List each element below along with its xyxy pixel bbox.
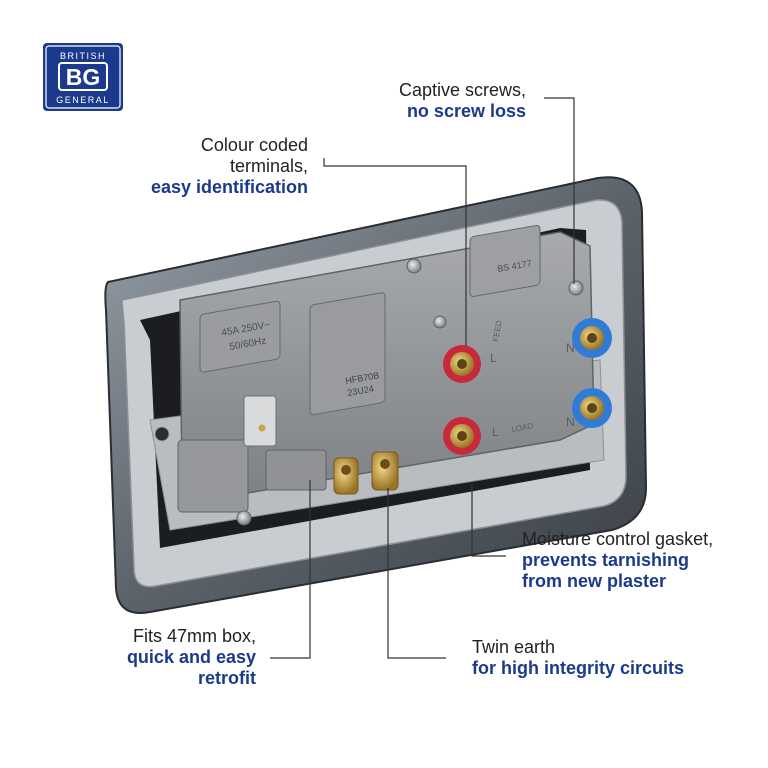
colour-line2: terminals, <box>229 156 308 176</box>
live-terminal-upper <box>443 345 481 383</box>
terminal-screw <box>433 315 447 329</box>
logo-top-text: BRITISH <box>60 51 106 61</box>
live-terminal-lower <box>443 417 481 455</box>
captive-line2: no screw loss <box>406 101 526 121</box>
leader-captive <box>544 97 575 284</box>
moisture-line2: prevents tarnishing <box>522 550 690 570</box>
leader-colour <box>323 158 467 346</box>
captive-line1: Captive screws, <box>398 80 526 100</box>
earth-terminal-left <box>333 457 359 495</box>
mounting-hole-left <box>154 426 170 442</box>
lower-housing <box>177 439 249 513</box>
leader-twin <box>387 488 446 659</box>
colour-line3: easy identification <box>150 177 308 197</box>
neon-pod <box>243 395 277 447</box>
logo-mark: BG <box>66 64 101 90</box>
callout-colour-coded: Colour coded terminals, easy identificat… <box>120 135 308 198</box>
captive-screw-right <box>568 280 584 296</box>
captive-screw-top <box>406 258 422 274</box>
switch-mechanism-housing <box>309 292 386 416</box>
moisture-line1: Moisture control gasket, <box>522 529 714 549</box>
colour-line1: Colour coded <box>200 135 308 155</box>
earth-terminal-right <box>371 451 399 491</box>
callout-fits-box: Fits 47mm box, quick and easy retrofit <box>90 626 256 689</box>
logo-mark-box <box>58 62 108 91</box>
neon-dot <box>258 424 266 432</box>
moisture-line3: from new plaster <box>522 571 667 591</box>
callout-twin-earth: Twin earth for high integrity circuits <box>472 637 722 679</box>
callout-captive-screws: Captive screws, no screw loss <box>340 80 526 122</box>
terminal-l-upper: L <box>490 351 497 365</box>
british-general-logo: BRITISH BG GENERAL <box>43 43 123 111</box>
twin-line1: Twin earth <box>472 637 556 657</box>
logo-bottom-text: GENERAL <box>56 95 110 105</box>
neutral-terminal-upper <box>572 318 612 358</box>
fits-line3: retrofit <box>198 668 256 688</box>
neutral-terminal-lower <box>572 388 612 428</box>
logo-background <box>43 43 123 111</box>
leader-fits <box>270 480 311 659</box>
terminal-n-upper: N <box>566 341 575 355</box>
load-label: LOAD <box>511 421 534 434</box>
earth-housing <box>265 449 327 491</box>
rating-housing <box>199 300 281 373</box>
fits-line1: Fits 47mm box, <box>132 626 256 646</box>
callout-moisture-gasket: Moisture control gasket, prevents tarnis… <box>522 529 762 592</box>
standard-housing <box>469 224 541 297</box>
terminal-n-lower: N <box>566 415 575 429</box>
logo-border <box>45 45 121 109</box>
leader-moisture <box>471 484 506 557</box>
terminal-l-lower: L <box>492 425 499 439</box>
model-line2: 23U24 <box>347 384 375 398</box>
fits-line2: quick and easy <box>126 647 256 667</box>
twin-line2: for high integrity circuits <box>472 658 685 678</box>
captive-screw-left <box>236 510 252 526</box>
feed-label: FEED <box>491 320 504 343</box>
